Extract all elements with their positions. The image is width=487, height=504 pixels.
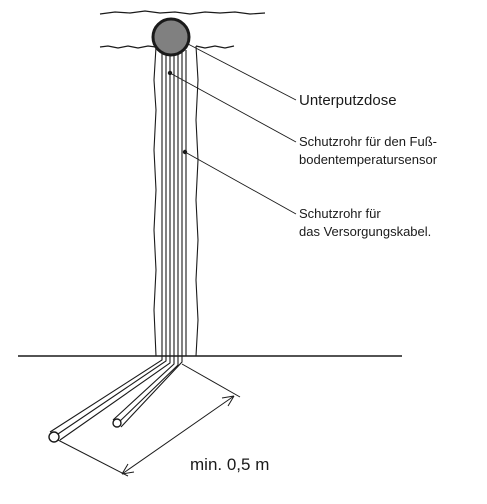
sensor-leader-line (169, 72, 297, 143)
sensor-tube-end-icon (48, 431, 60, 443)
channel-right-wall (195, 45, 199, 357)
supply-tube-end-icon (112, 418, 122, 428)
diagonal-conduits (49, 356, 183, 441)
wall-channel (99, 45, 235, 357)
box-label: Unterputzdose (299, 92, 397, 109)
top-surface-line (99, 10, 266, 15)
channel-top-right-edge (195, 45, 235, 49)
dimension-indicator (57, 363, 241, 477)
dimension-arrow-top-icon (221, 395, 235, 407)
supply-tube-label-line1: Schutzrohr für (299, 206, 381, 221)
flush-box-icon (151, 17, 191, 57)
sensor-tube-label-line1: Schutzrohr für den Fuß- (299, 134, 437, 149)
dimension-arrow-bottom-icon (121, 463, 135, 475)
supply-leader-line (184, 151, 297, 215)
sensor-tube-label-line2: bodentemperatursensor (299, 152, 438, 167)
box-leader-line (187, 43, 297, 101)
channel-top-left-edge (99, 45, 157, 49)
vertical-conduits (161, 50, 187, 356)
supply-tube-label-line2: das Versorgungskabel. (299, 224, 431, 239)
dimension-label: min. 0,5 m (190, 455, 269, 474)
channel-left-wall (153, 46, 157, 357)
